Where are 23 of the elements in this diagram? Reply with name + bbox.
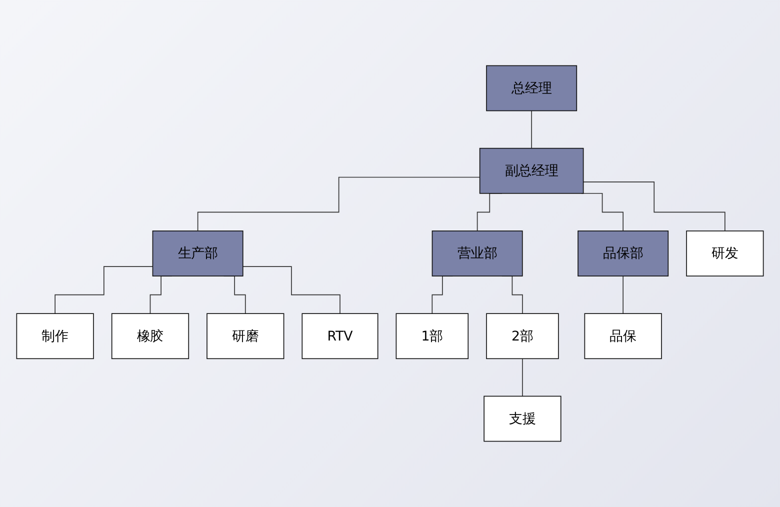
node-box <box>484 396 562 442</box>
connector <box>242 266 340 314</box>
connector <box>54 266 154 314</box>
node-box <box>206 313 284 360</box>
node-box <box>486 313 559 360</box>
connector <box>531 110 532 149</box>
node-box <box>152 230 244 276</box>
node-box <box>584 313 662 360</box>
node-box <box>396 313 469 360</box>
connector <box>581 192 624 232</box>
connector <box>522 358 523 397</box>
node-box <box>302 313 378 360</box>
node-box <box>486 65 578 112</box>
connector <box>197 176 480 232</box>
node-box <box>111 313 190 360</box>
connector <box>622 276 624 314</box>
org-chart: 总经理 副总经理 生产部 营业部 品保部 制作 橡胶 研磨 RTV 1部 2部 支援 品保 研发 <box>10 59 770 448</box>
node-box <box>686 230 764 276</box>
node-box <box>432 230 523 276</box>
node-box <box>479 148 584 194</box>
node-box <box>16 313 94 360</box>
node-box <box>578 230 669 276</box>
connector <box>582 182 726 232</box>
